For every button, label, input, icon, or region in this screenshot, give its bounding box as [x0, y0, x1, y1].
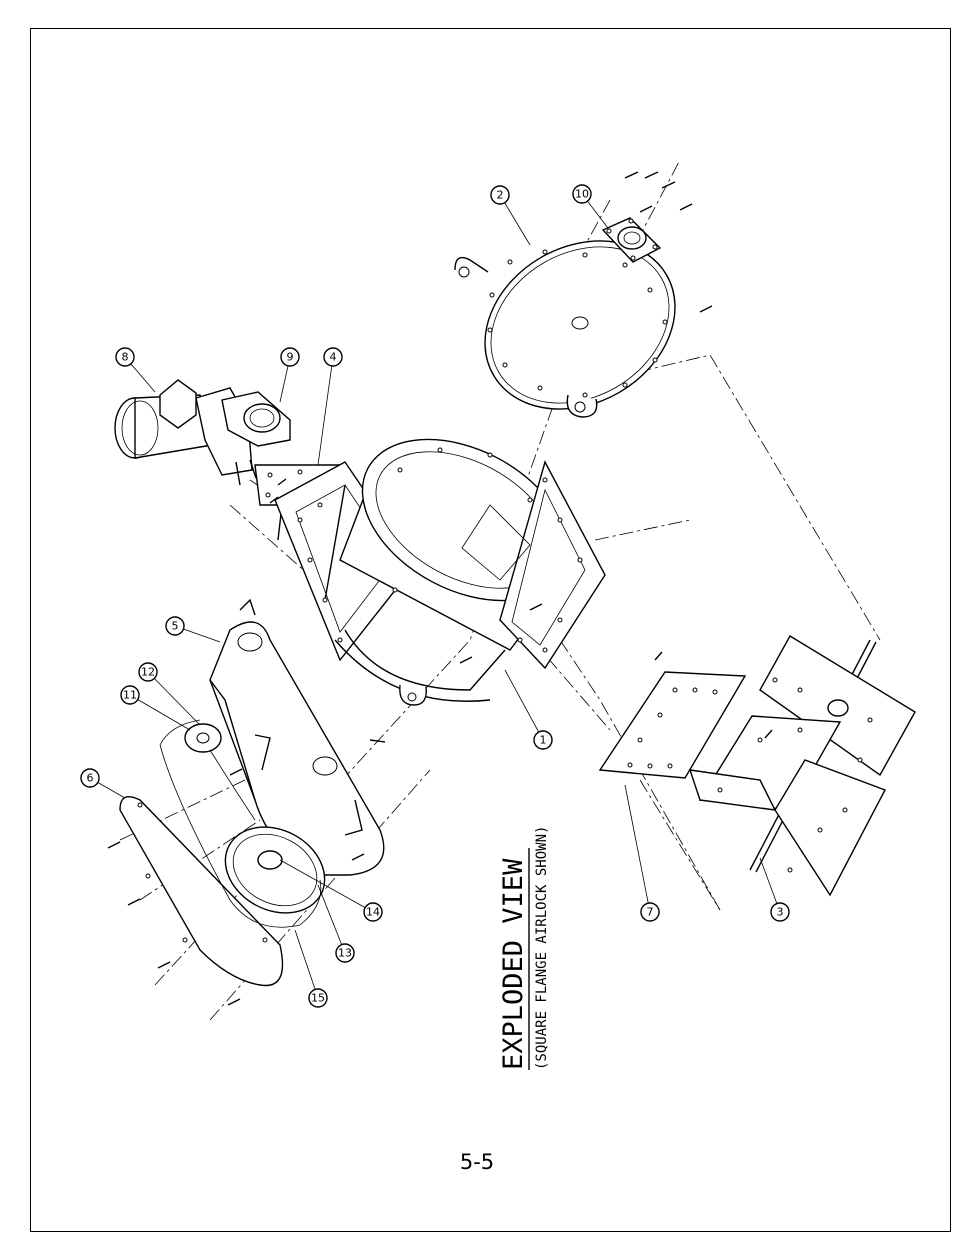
callout-13-label: 13 [338, 947, 352, 960]
callout-1-label: 1 [540, 734, 547, 747]
callout-5-label: 5 [172, 620, 179, 633]
page-border [30, 28, 951, 1232]
guard-cover [119, 796, 284, 987]
callout-15-label: 15 [311, 992, 325, 1005]
airlock-housing [274, 438, 606, 706]
callout-9: 9 [280, 347, 300, 367]
bearing [601, 217, 662, 263]
callout-13: 13 [335, 943, 355, 963]
rotor [688, 635, 916, 897]
callout-1: 1 [533, 730, 553, 750]
callout-15: 15 [308, 988, 328, 1008]
drive-sprockets-chain [159, 719, 326, 928]
callout-2-label: 2 [497, 189, 504, 202]
callout-12: 12 [138, 662, 158, 682]
fasteners [107, 171, 773, 1006]
shroud-plate [598, 671, 747, 779]
callout-2: 2 [490, 185, 510, 205]
callout-6: 6 [80, 768, 100, 788]
callout-8: 8 [115, 347, 135, 367]
end-plate [454, 240, 676, 418]
callout-11-label: 11 [123, 689, 137, 702]
callout-10-label: 10 [575, 188, 589, 201]
page-number: 5-5 [459, 1150, 495, 1174]
callout-3-label: 3 [777, 906, 784, 919]
callout-7: 7 [640, 902, 660, 922]
callout-7-label: 7 [647, 906, 654, 919]
drawing-subtitle: (SQUARE FLANGE AIRLOCK SHOWN) [534, 826, 550, 1070]
callout-14: 14 [363, 902, 383, 922]
callout-6-label: 6 [87, 772, 94, 785]
callout-3: 3 [770, 902, 790, 922]
callout-9-label: 9 [287, 351, 294, 364]
callout-14-label: 14 [366, 906, 380, 919]
callout-10: 10 [572, 184, 592, 204]
callout-5: 5 [165, 616, 185, 636]
callout-4-label: 4 [330, 351, 337, 364]
drawing-title-group: EXPLODED VIEW (SQUARE FLANGE AIRLOCK SHO… [498, 826, 550, 1070]
drive-guard [209, 598, 386, 876]
callout-8-label: 8 [122, 351, 129, 364]
callout-4: 4 [323, 347, 343, 367]
callout-11: 11 [120, 685, 140, 705]
callout-12-label: 12 [141, 666, 155, 679]
drawing-title: EXPLODED VIEW [498, 858, 529, 1070]
callouts: 1 2 3 4 5 6 7 8 9 10 11 12 13 14 15 [80, 184, 790, 1008]
gear-motor [114, 379, 291, 486]
